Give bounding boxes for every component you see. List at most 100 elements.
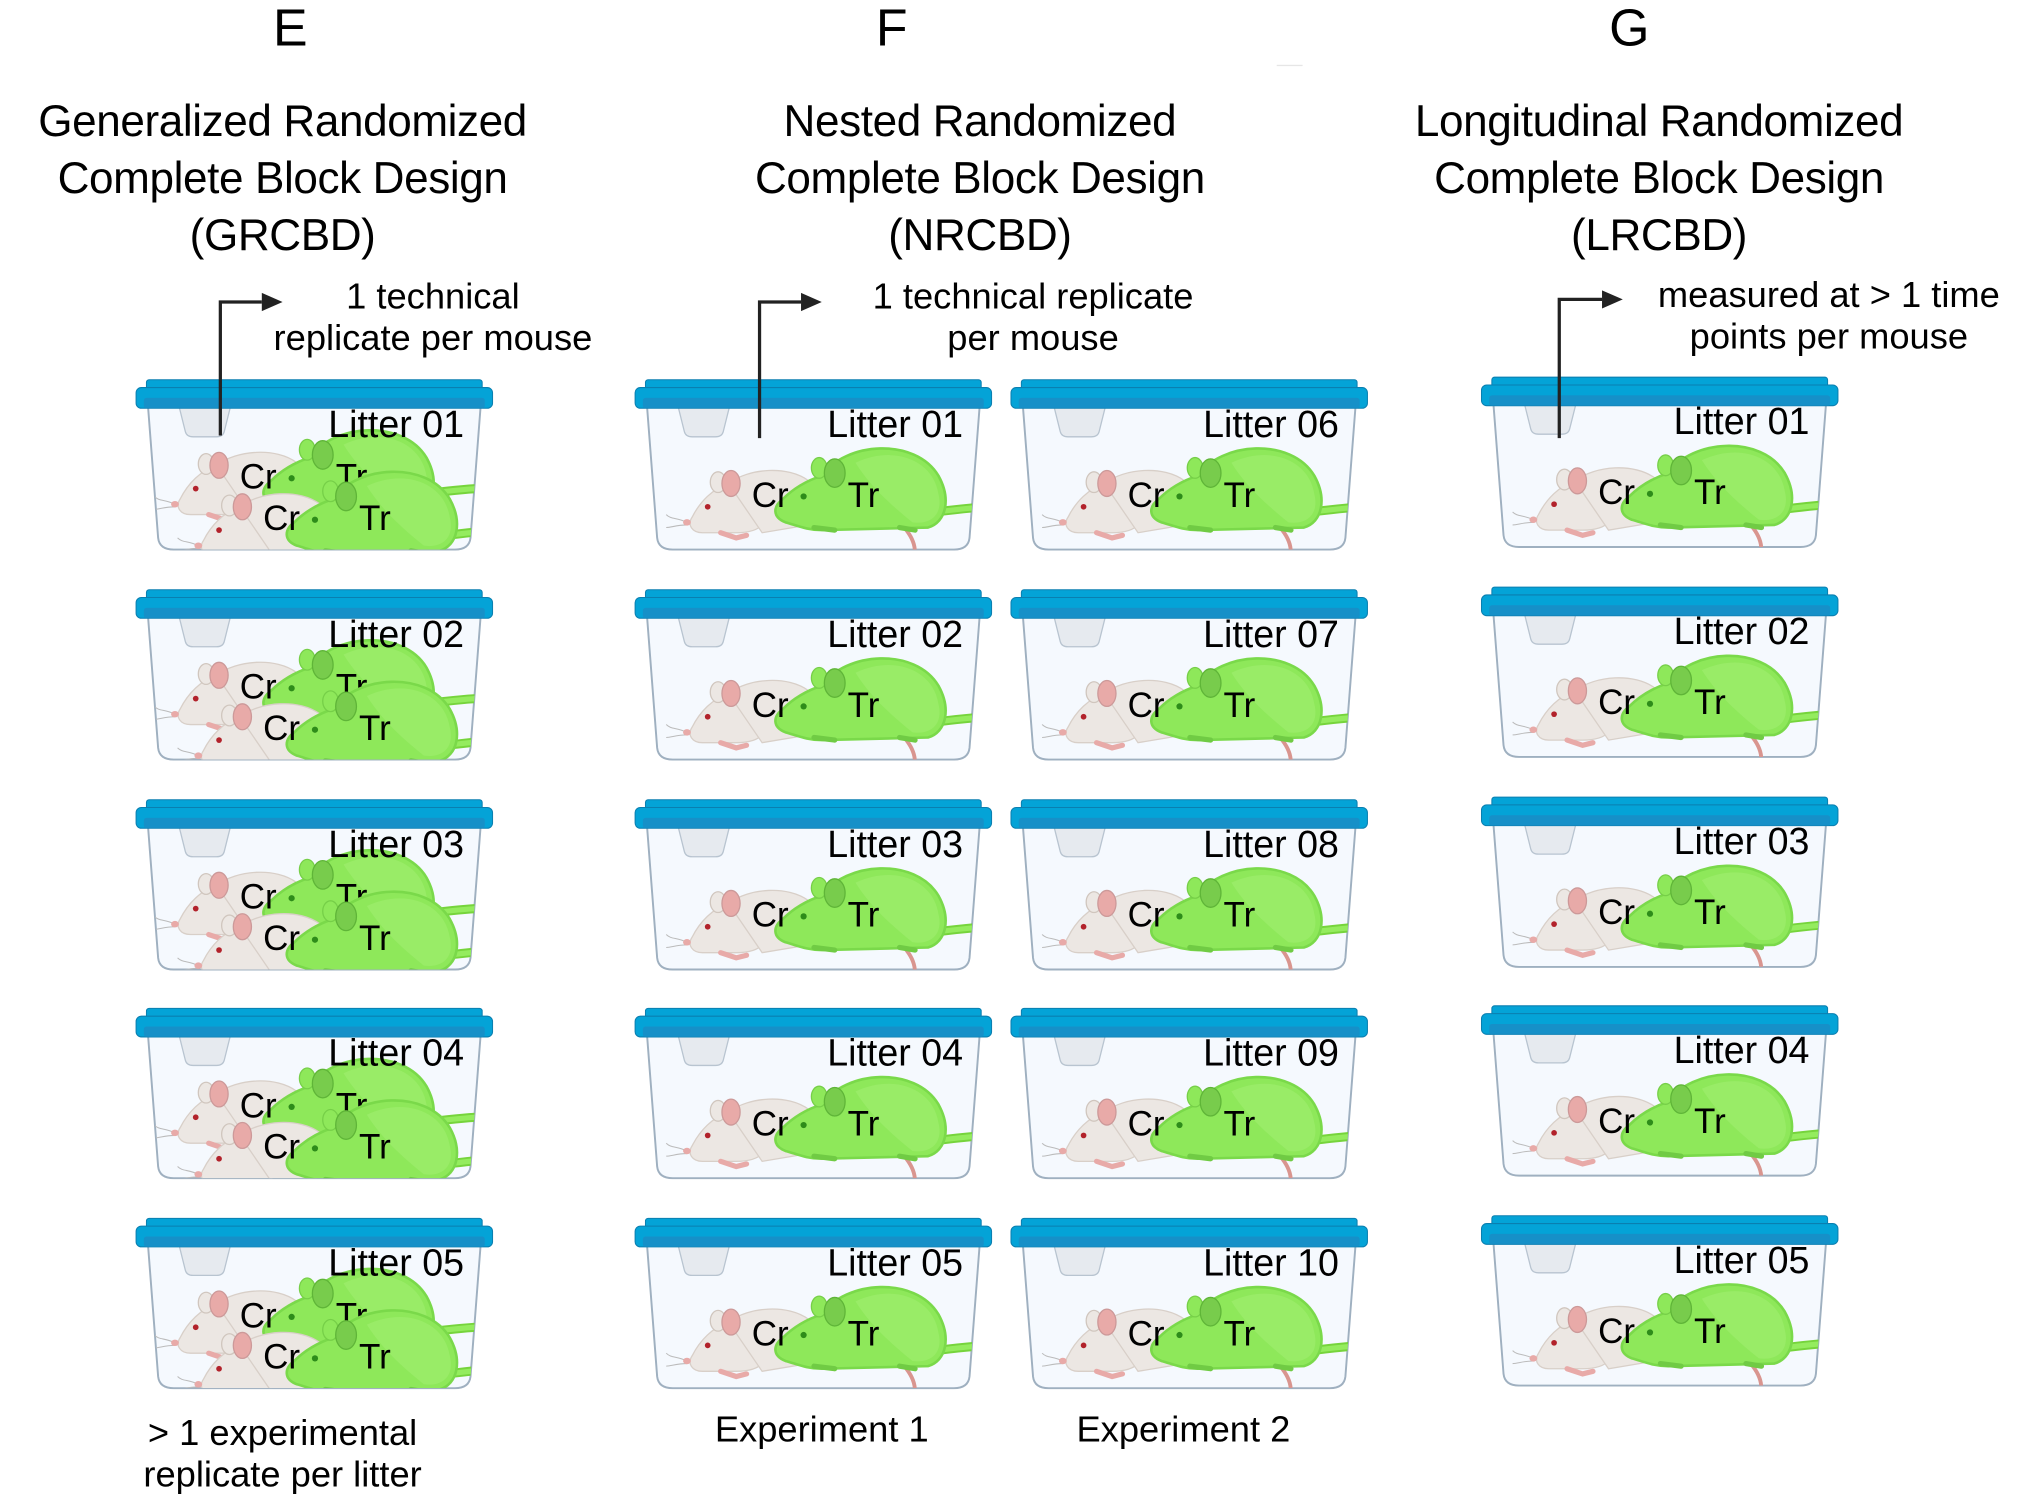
control-label: Cr — [1128, 686, 1165, 725]
litter-label: Litter 06 — [1203, 404, 1339, 446]
cage-icon: Cr Tr — [1010, 1007, 1368, 1180]
footer-line: replicate per litter — [143, 1454, 422, 1495]
panel-e-annotation: 1 technical replicate per mouse — [274, 276, 593, 359]
panel-letter-f: F — [875, 0, 908, 58]
control-label: Cr — [1598, 683, 1635, 722]
panel-letter-g: G — [1609, 0, 1650, 58]
title-line: Nested Randomized — [783, 97, 1177, 147]
treatment-label: Tr — [359, 1338, 391, 1377]
treatment-label: Tr — [848, 476, 880, 515]
title-line: (GRCBD) — [189, 211, 376, 261]
litter-label: Litter 04 — [1673, 1030, 1810, 1072]
litter-label: Litter 05 — [1673, 1240, 1810, 1282]
treatment-label: Tr — [848, 896, 880, 935]
control-label: Cr — [240, 668, 277, 707]
arrow-icon-e — [218, 292, 283, 436]
control-label: Cr — [263, 499, 300, 538]
panel-g-title: Longitudinal Randomized Complete Block D… — [1348, 93, 1970, 264]
arrow-icon-f — [757, 292, 822, 439]
annotation-line: 1 technical replicate — [872, 276, 1194, 317]
treatment-mouse-icon — [1150, 657, 1356, 760]
treatment-label: Tr — [1694, 893, 1726, 932]
treatment-label: Tr — [848, 1314, 880, 1353]
treatment-label: Tr — [359, 1128, 391, 1167]
litter-label: Litter 04 — [827, 1033, 964, 1075]
divider-mark — [1276, 64, 1303, 67]
control-label: Cr — [240, 1086, 277, 1125]
title-line: Complete Block Design — [1434, 154, 1885, 204]
treatment-label: Tr — [1224, 476, 1256, 515]
cage-icon: Cr Tr — [634, 799, 993, 971]
control-label: Cr — [752, 1104, 789, 1143]
treatment-label: Tr — [1224, 1314, 1256, 1353]
control-label: Cr — [240, 878, 277, 917]
treatment-label: Tr — [1224, 1104, 1256, 1143]
cage-f2-2: Cr Tr Litter 07 — [1010, 589, 1368, 765]
control-label: Cr — [240, 1296, 277, 1335]
panel-f-annotation: 1 technical replicate per mouse — [873, 276, 1194, 359]
treatment-mouse-icon — [774, 657, 980, 760]
annotation-line: replicate per mouse — [273, 317, 593, 358]
experiment-1-label: Experiment 1 — [714, 1408, 929, 1450]
treatment-label: Tr — [1224, 686, 1256, 725]
control-label: Cr — [1598, 1102, 1635, 1141]
litter-label: Litter 04 — [328, 1033, 465, 1075]
cage-g-4: Cr Tr Litter 04 — [1480, 1005, 1839, 1181]
litter-label: Litter 10 — [1203, 1243, 1339, 1285]
control-label: Cr — [1128, 1104, 1165, 1143]
treatment-mouse-icon — [1620, 1073, 1827, 1176]
panel-e-title: Generalized Randomized Complete Block De… — [0, 93, 594, 264]
litter-label: Litter 02 — [827, 614, 964, 656]
treatment-mouse-icon — [1620, 1283, 1827, 1386]
control-label: Cr — [752, 896, 789, 935]
annotation-line: points per mouse — [1689, 316, 1969, 357]
treatment-mouse-icon — [1150, 1285, 1356, 1389]
title-line: (NRCBD) — [888, 211, 1072, 261]
treatment-mouse-icon — [1150, 867, 1356, 970]
panel-e-footer: > 1 experimental replicate per litter — [143, 1413, 421, 1496]
litter-label: Litter 01 — [1673, 401, 1810, 444]
litter-label: Litter 02 — [328, 614, 465, 656]
control-label: Cr — [263, 709, 300, 748]
litter-label: Litter 08 — [1203, 824, 1339, 866]
treatment-mouse-icon — [1620, 654, 1827, 757]
control-label: Cr — [263, 1338, 300, 1377]
treatment-label: Tr — [359, 919, 391, 958]
litter-label: Litter 07 — [1203, 614, 1339, 656]
treatment-mouse-icon — [1620, 864, 1827, 967]
treatment-label: Tr — [1694, 1102, 1726, 1141]
title-line: Complete Block Design — [57, 154, 508, 204]
control-label: Cr — [263, 1128, 300, 1167]
panel-f-title: Nested Randomized Complete Block Design … — [669, 93, 1291, 264]
treatment-mouse-icon — [774, 1075, 980, 1179]
treatment-label: Tr — [848, 686, 880, 725]
title-line: Complete Block Design — [754, 154, 1205, 204]
litter-label: Litter 09 — [1203, 1033, 1339, 1075]
control-label: Cr — [1598, 473, 1635, 512]
annotation-line: measured at > 1 time — [1657, 274, 2000, 315]
cage-f2-4: Cr Tr Litter 09 — [1010, 1007, 1368, 1183]
control-label: Cr — [1128, 896, 1165, 935]
